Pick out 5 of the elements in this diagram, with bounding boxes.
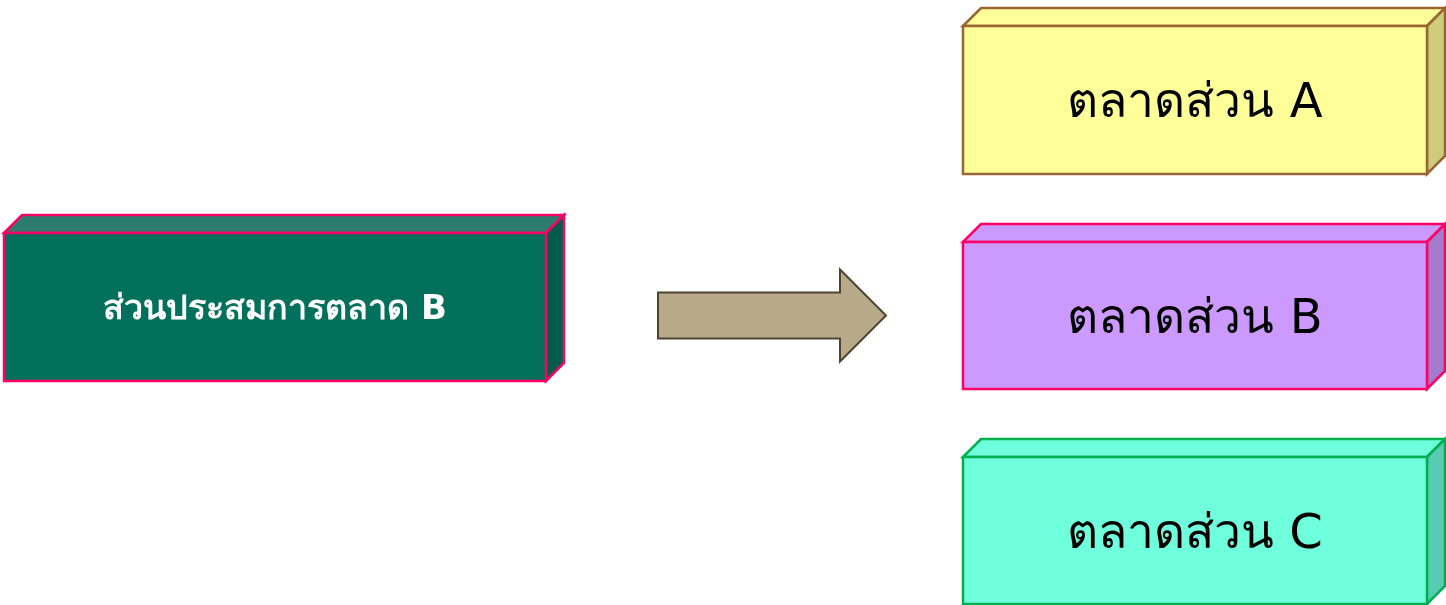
- box-label: ตลาดส่วน B: [1067, 286, 1323, 346]
- block-arrow: [657, 267, 888, 364]
- box-label: ตลาดส่วน C: [1067, 501, 1323, 561]
- box-label: ตลาดส่วน A: [1067, 71, 1323, 130]
- box-label: ส่วนประสมการตลาด B: [103, 286, 447, 329]
